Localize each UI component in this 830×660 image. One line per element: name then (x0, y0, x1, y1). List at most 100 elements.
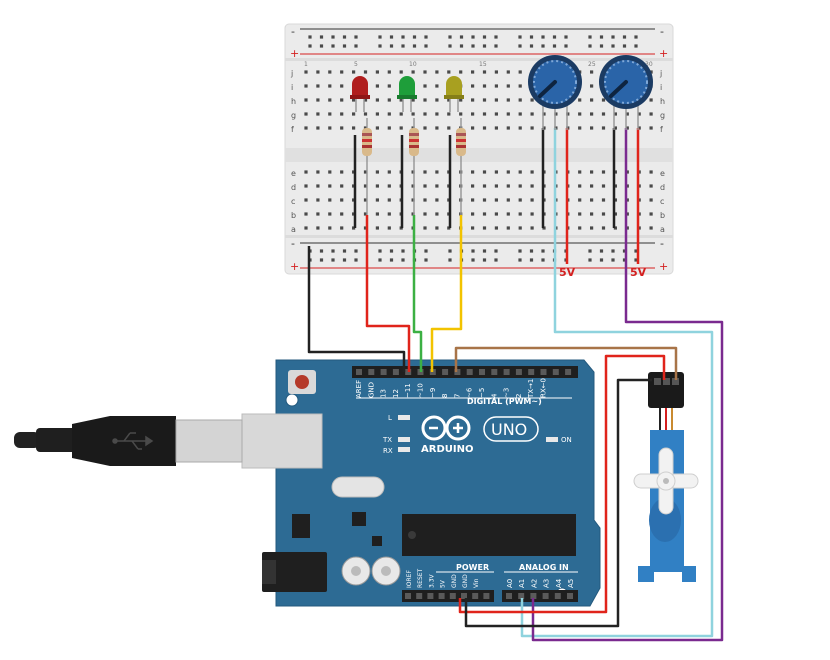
header-pin[interactable] (515, 369, 522, 375)
header-pin[interactable] (567, 593, 573, 599)
potentiometer-1[interactable] (528, 55, 582, 130)
wire-pot2-a3[interactable] (531, 160, 724, 642)
hole (506, 126, 510, 130)
hole (530, 170, 534, 174)
wire-pot1-a2[interactable] (520, 160, 714, 638)
hole (590, 70, 594, 74)
hole (328, 84, 332, 88)
header-pin[interactable] (405, 593, 411, 599)
header-pin[interactable] (506, 593, 512, 599)
crystal-oscillator (331, 476, 385, 498)
digital-pin-label-9: ~6 (466, 387, 474, 398)
hole (530, 184, 534, 188)
rail-hole (471, 258, 475, 262)
power-pin-label-5: GND (462, 574, 469, 588)
header-pin[interactable] (427, 593, 434, 599)
analog-header[interactable] (502, 590, 578, 602)
header-pin[interactable] (528, 369, 535, 375)
rail-hole (331, 44, 335, 48)
led-yellow[interactable] (444, 76, 464, 112)
wire-servo-5v[interactable] (458, 354, 666, 614)
resistor-green-led[interactable] (409, 118, 419, 215)
power-header[interactable] (402, 590, 494, 602)
hole (304, 98, 308, 102)
rail-hole (494, 249, 498, 253)
hole (471, 170, 475, 174)
header-pin[interactable] (442, 369, 449, 375)
header-pin[interactable] (554, 593, 561, 599)
wire-servo-signal-pin9[interactable] (454, 346, 678, 380)
header-pin[interactable] (416, 593, 423, 599)
hole (399, 126, 403, 130)
rail-hole (401, 249, 405, 253)
wire-yellow-led-pin11[interactable] (430, 215, 463, 372)
rail-hole (588, 249, 592, 253)
header-pin[interactable] (472, 593, 479, 599)
power-pin-label-1: RESET (417, 568, 424, 588)
header-pin[interactable] (380, 369, 387, 375)
col-num-15: 15 (479, 61, 487, 68)
wire-servo-gnd[interactable] (464, 378, 652, 628)
usb-cable[interactable] (14, 416, 243, 466)
header-pin[interactable] (483, 593, 490, 599)
header-pin[interactable] (540, 369, 547, 375)
hole (506, 84, 510, 88)
hole (482, 212, 487, 216)
hole (494, 126, 498, 130)
header-pin[interactable] (565, 369, 572, 375)
reset-button[interactable] (288, 370, 316, 394)
hole (304, 70, 308, 74)
header-pin[interactable] (552, 369, 559, 375)
hole (304, 184, 308, 188)
rail-hole (331, 35, 335, 39)
rail-hole (401, 258, 405, 262)
hole (435, 198, 439, 202)
servo-motor[interactable] (633, 372, 699, 583)
wire-ground-black[interactable] (307, 246, 406, 372)
col-num-5: 5 (354, 61, 358, 68)
digital-pin-label-11: 4 (490, 393, 498, 398)
hole (590, 184, 594, 188)
servo-horn[interactable] (633, 447, 699, 515)
row-letter-d: d (291, 183, 296, 192)
led-red[interactable] (350, 76, 370, 112)
hole (352, 226, 356, 230)
header-pin[interactable] (392, 369, 399, 375)
header-pin[interactable] (518, 593, 525, 599)
rail-minus-top-right: - (660, 25, 664, 38)
header-pin[interactable] (356, 369, 362, 375)
hole (530, 226, 534, 230)
led-green[interactable] (397, 76, 417, 112)
col-num-25: 25 (588, 61, 596, 68)
rail-hole (424, 35, 428, 39)
header-pin[interactable] (461, 593, 467, 599)
header-pin[interactable] (503, 369, 510, 375)
header-pin[interactable] (530, 593, 537, 599)
hole (649, 98, 653, 102)
hole (411, 98, 415, 102)
header-pin[interactable] (438, 593, 445, 599)
header-pin[interactable] (449, 593, 456, 599)
header-pin[interactable] (491, 369, 498, 375)
header-pin[interactable] (454, 369, 461, 375)
hole (494, 212, 498, 216)
potentiometer-2[interactable] (599, 55, 653, 130)
rail-hole (599, 44, 604, 48)
wire-red-led-pin13[interactable] (365, 215, 411, 372)
header-pin[interactable] (479, 369, 485, 375)
header-pin[interactable] (368, 369, 375, 375)
rail-hole (319, 249, 324, 253)
header-pin[interactable] (466, 369, 473, 375)
rail-hole (564, 44, 568, 48)
hole (340, 170, 344, 174)
resistor-red-led[interactable] (362, 118, 372, 215)
hole (411, 184, 415, 188)
hole (601, 198, 606, 202)
resistor-yellow-led[interactable] (456, 118, 466, 215)
hole (542, 112, 546, 116)
row-letter-d-right: d (660, 183, 665, 192)
wire-green-led-pin12[interactable] (412, 215, 423, 372)
header-pin[interactable] (542, 593, 549, 599)
hole (649, 212, 653, 216)
